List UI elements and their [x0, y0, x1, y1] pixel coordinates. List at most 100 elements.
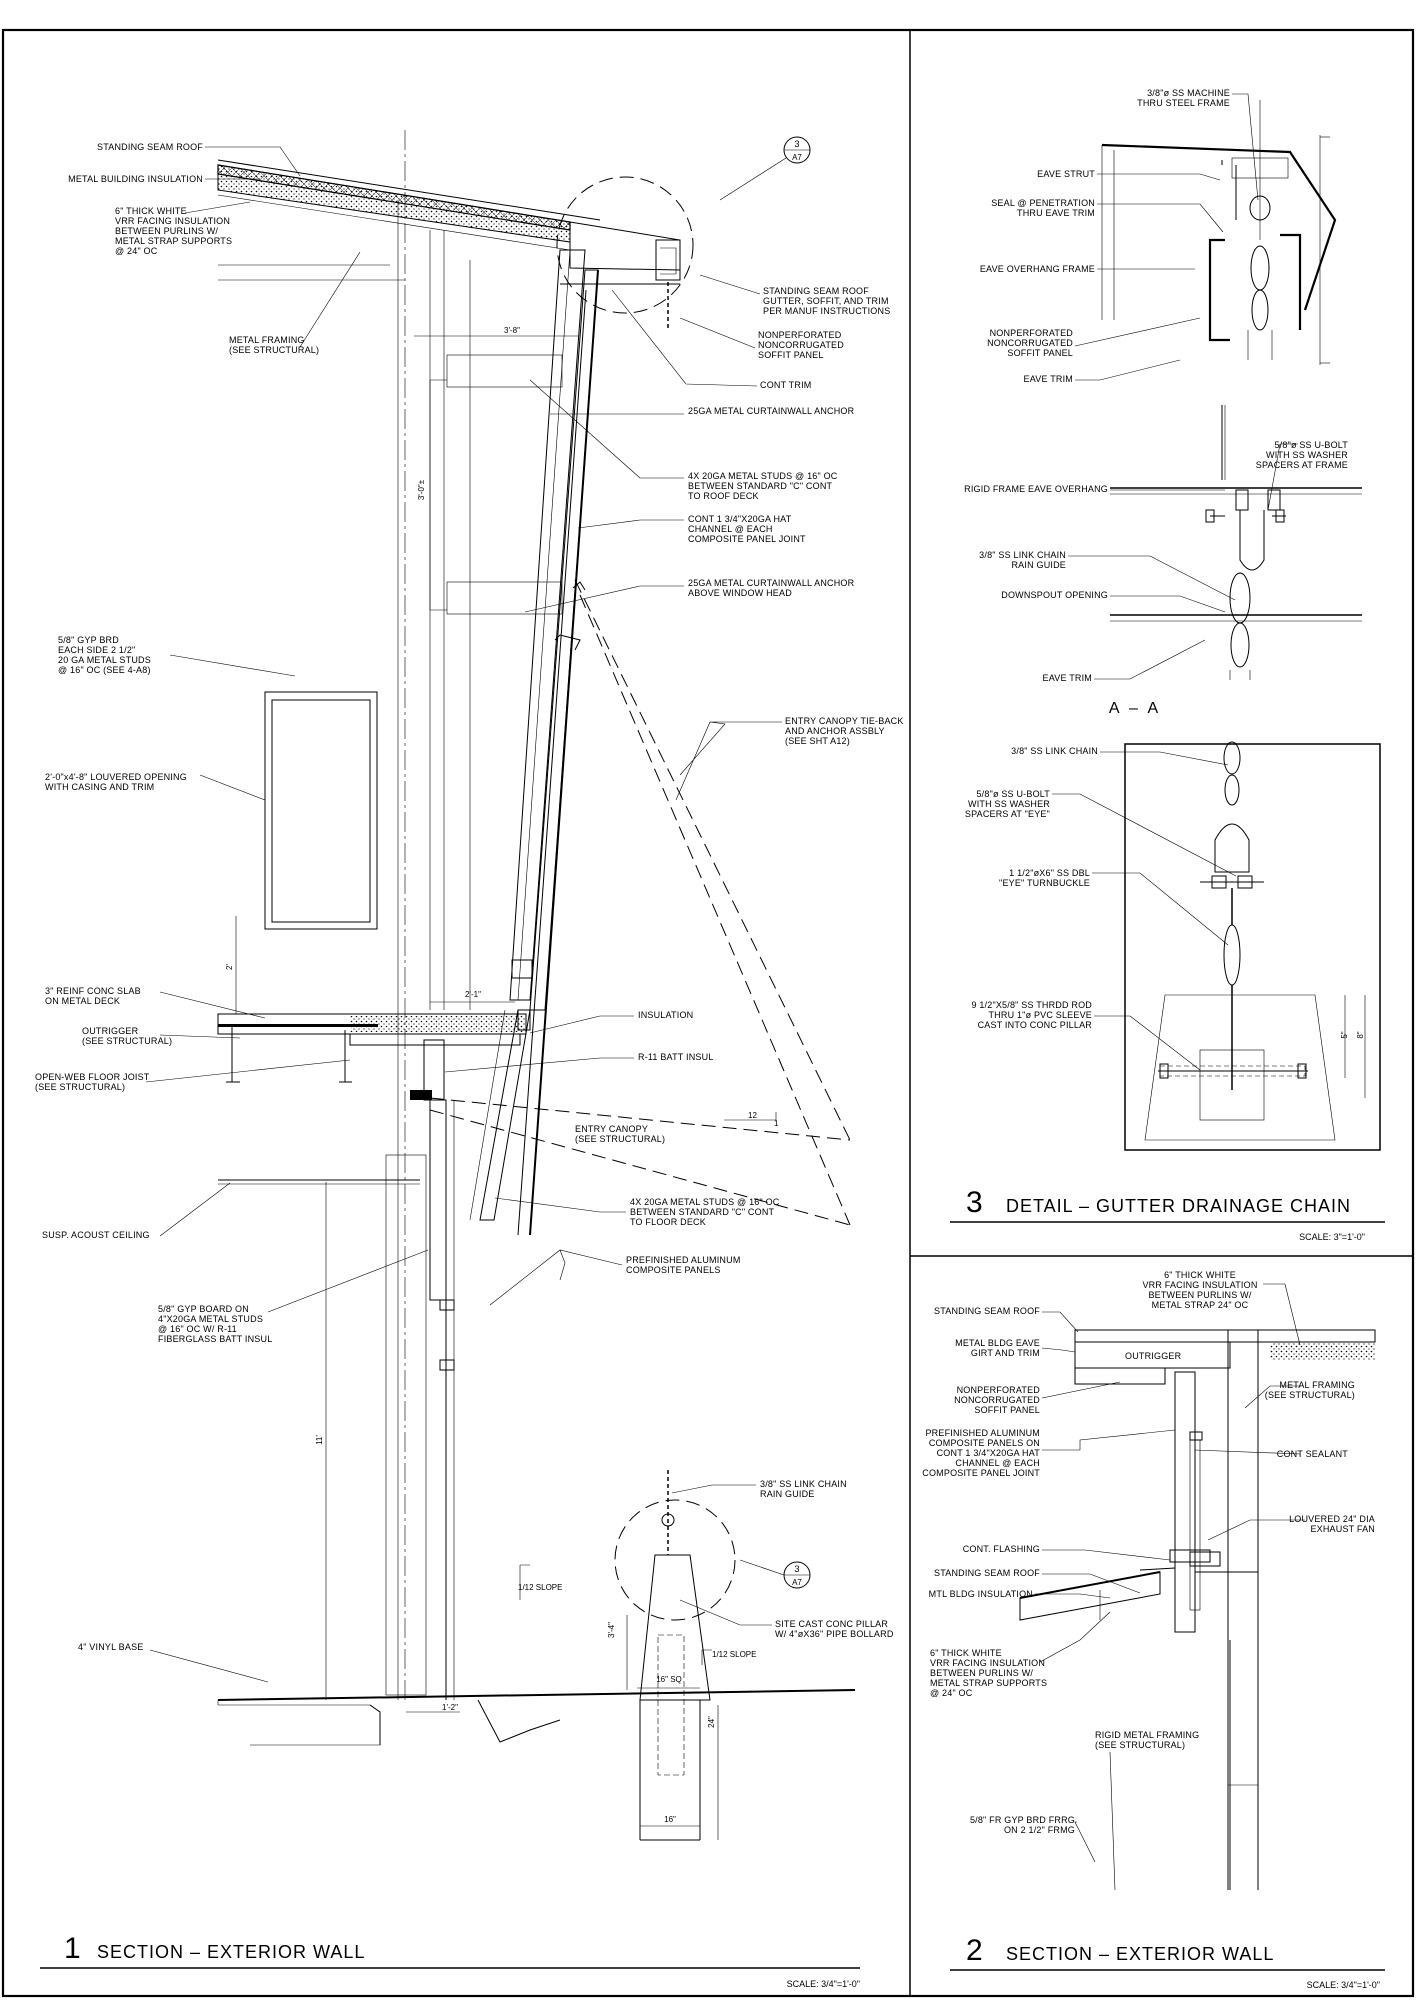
- note-label: EAVE OVERHANG FRAME: [980, 264, 1095, 274]
- leader-line: [494, 1197, 626, 1213]
- leader-line: [1042, 1311, 1079, 1333]
- leader-line: [1232, 93, 1259, 201]
- dimension-label: 16" SQ: [656, 1675, 682, 1684]
- note-label: METAL FRAMING(SEE STRUCTURAL): [1265, 1380, 1355, 1400]
- leader-line: [184, 201, 251, 214]
- leader-line: [1109, 1751, 1116, 1891]
- slope-label: 1/12 SLOPE: [518, 1583, 562, 1592]
- note-label: CONT SEALANT: [1277, 1449, 1349, 1459]
- leader-line: [529, 379, 684, 479]
- note-label: SUSP. ACOUST CEILING: [42, 1230, 150, 1240]
- detail1-notes-left: STANDING SEAM ROOF METAL BUILDING INSULAT…: [35, 142, 429, 1683]
- detail3-number: 3: [966, 1186, 983, 1219]
- callout-ref-top: 3: [794, 139, 799, 149]
- dimension-label: 24": [707, 1716, 716, 1728]
- note-label: RIGID METAL FRAMING(SEE STRUCTURAL): [1095, 1730, 1199, 1750]
- dimension-label: 3'-4": [607, 1622, 616, 1638]
- leader-line: [1074, 1821, 1096, 1863]
- leader-line: [149, 1649, 269, 1683]
- outrigger-label: OUTRIGGER: [1125, 1351, 1182, 1361]
- leader-line: [489, 1249, 623, 1306]
- detail3-scale: SCALE: 3"=1'-0": [1299, 1232, 1365, 1242]
- section-a-a-label: A – A: [1109, 700, 1161, 717]
- detail1-dimension-lines: [235, 335, 719, 1840]
- leader-line: [1068, 555, 1236, 601]
- leader-line: [1042, 1573, 1141, 1594]
- detail2-scale: SCALE: 3/4"=1'-0": [1307, 1980, 1380, 1990]
- detail1-callout-bubble-bottom: 3 A7: [739, 1559, 811, 1589]
- note-label: 1 1/2"øX6" SS DBL"EYE" TURNBUCKLE: [999, 868, 1090, 888]
- note-label: INSULATION: [638, 1010, 693, 1020]
- leader-line: [679, 317, 756, 349]
- leader-line: [1041, 1381, 1121, 1399]
- dimension-label: 2': [225, 964, 234, 970]
- leader-line: [1100, 751, 1229, 766]
- note-label: EAVE TRIM: [1024, 374, 1073, 384]
- leader-line: [577, 519, 684, 529]
- leader-line: [1263, 1283, 1301, 1346]
- callout-ref-bottom: A7: [792, 1578, 802, 1587]
- leader-line: [299, 251, 361, 348]
- note-label: CONT TRIM: [760, 380, 811, 390]
- detail2-title: SECTION – EXTERIOR WALL: [1006, 1944, 1274, 1964]
- dimension-label: 8": [1356, 1031, 1365, 1038]
- sheet-frame: [1, 28, 1415, 1998]
- detail2-title-block: OUTRIGGER 2 SECTION – EXTERIOR WALL SCAL…: [950, 1351, 1385, 1990]
- note-label: METAL FRAMING(SEE STRUCTURAL): [229, 335, 319, 355]
- dimension-label: 1'-2": [442, 1703, 458, 1712]
- note-label: MTL BLDG INSULATION: [929, 1589, 1033, 1599]
- leader-line: [679, 1599, 772, 1626]
- detail3-geometry: [1101, 100, 1381, 1151]
- leader-line: [1041, 1347, 1076, 1353]
- detail1-number: 1: [64, 1932, 81, 1965]
- slope-label: 1/12 SLOPE: [712, 1650, 756, 1659]
- note-label: STANDING SEAM ROOF: [934, 1568, 1040, 1578]
- note-label: STANDING SEAM ROOF: [97, 142, 203, 152]
- detail3-title: DETAIL – GUTTER DRAINAGE CHAIN: [1006, 1196, 1351, 1216]
- leader-line: [444, 1057, 634, 1073]
- note-label: STANDING SEAM ROOF: [934, 1306, 1040, 1316]
- note-label: OUTRIGGER(SEE STRUCTURAL): [82, 1026, 172, 1046]
- leader-line: [529, 1015, 634, 1034]
- detail1-callout-bubble-top: 3 A7: [719, 136, 811, 201]
- slope-label: 12: [748, 1111, 757, 1120]
- leader-line: [1035, 1593, 1111, 1599]
- detail3-title-block: A – A 5" 3 DETAIL – GUTTER DRAINAGE CHAI…: [950, 700, 1385, 1242]
- note-label: 3/8" SS LINK CHAIN: [1011, 746, 1098, 756]
- detail1-scale: SCALE: 3/4"=1'-0": [787, 1979, 860, 1989]
- note-label: EAVE TRIM: [1043, 673, 1092, 683]
- leader-line: [675, 721, 782, 801]
- leader-line: [267, 1249, 429, 1313]
- leader-line: [671, 1484, 756, 1494]
- note-label: METAL BUILDING INSULATION: [68, 174, 203, 184]
- leader-line: [1110, 595, 1226, 613]
- leader-line: [1244, 1385, 1302, 1409]
- note-label: EAVE STRUT: [1037, 169, 1095, 179]
- note-label: OPEN-WEB FLOOR JOIST(SEE STRUCTURAL): [35, 1072, 150, 1092]
- leader-line: [1097, 173, 1221, 181]
- leader-line: [1207, 1519, 1305, 1541]
- note-label: CONT. FLASHING: [963, 1544, 1040, 1554]
